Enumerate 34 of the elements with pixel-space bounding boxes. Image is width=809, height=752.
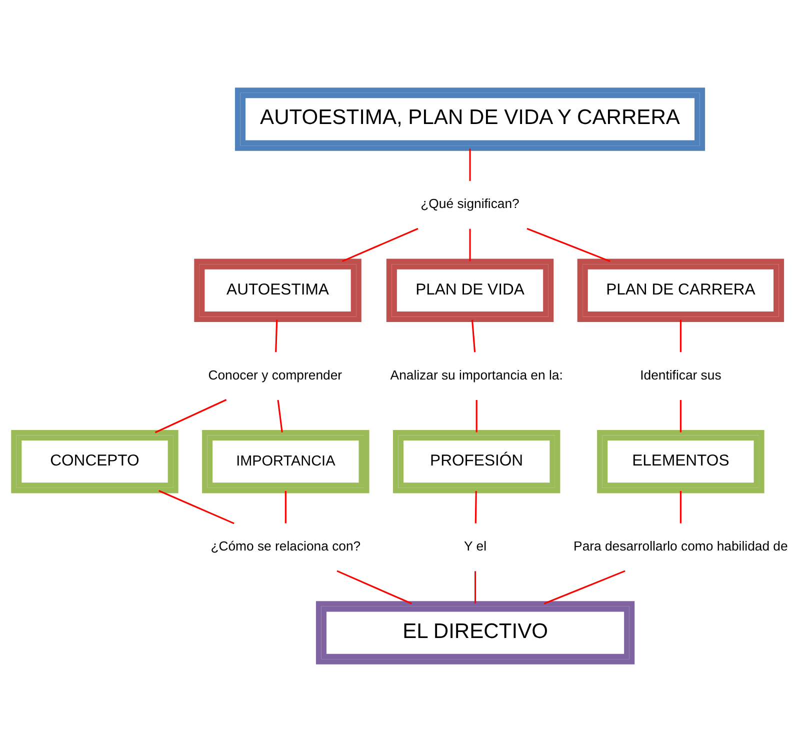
node-box: AUTOESTIMA, PLAN DE VIDA Y CARRERA xyxy=(234,88,706,151)
connector xyxy=(277,400,283,432)
node-box: ELEMENTOS xyxy=(597,430,764,494)
connector xyxy=(474,571,476,604)
connector xyxy=(474,490,477,524)
node-text: ¿Cómo se relaciona con? xyxy=(210,538,361,554)
connector xyxy=(275,320,278,352)
connector xyxy=(469,148,471,181)
connector xyxy=(469,228,471,262)
node-text: Para desarrollarlo como habilidad de xyxy=(574,538,788,554)
connector xyxy=(526,228,610,262)
node-text: Identificar sus xyxy=(640,367,722,382)
connector xyxy=(342,228,418,262)
connector xyxy=(154,399,227,434)
node-text: Conocer y comprender xyxy=(208,367,342,382)
connector xyxy=(476,400,478,432)
node-box: IMPORTANCIA xyxy=(202,430,370,494)
connector xyxy=(158,490,234,524)
connector xyxy=(680,491,682,524)
connector xyxy=(680,400,682,432)
node-text: Analizar su importancia en la: xyxy=(390,367,563,382)
connector xyxy=(284,491,286,524)
node-box: AUTOESTIMA xyxy=(194,258,362,322)
node-box: PLAN DE CARRERA xyxy=(577,258,784,322)
node-box: CONCEPTO xyxy=(11,430,178,494)
node-text: Y el xyxy=(464,538,486,554)
connector xyxy=(336,570,412,604)
node-box: PROFESIÓN xyxy=(392,430,560,494)
node-box: EL DIRECTIVO xyxy=(316,601,635,664)
connector xyxy=(471,320,476,352)
connector xyxy=(544,570,626,604)
connector xyxy=(680,320,682,352)
node-box: PLAN DE VIDA xyxy=(386,258,554,322)
node-text: ¿Qué significan? xyxy=(420,196,520,212)
